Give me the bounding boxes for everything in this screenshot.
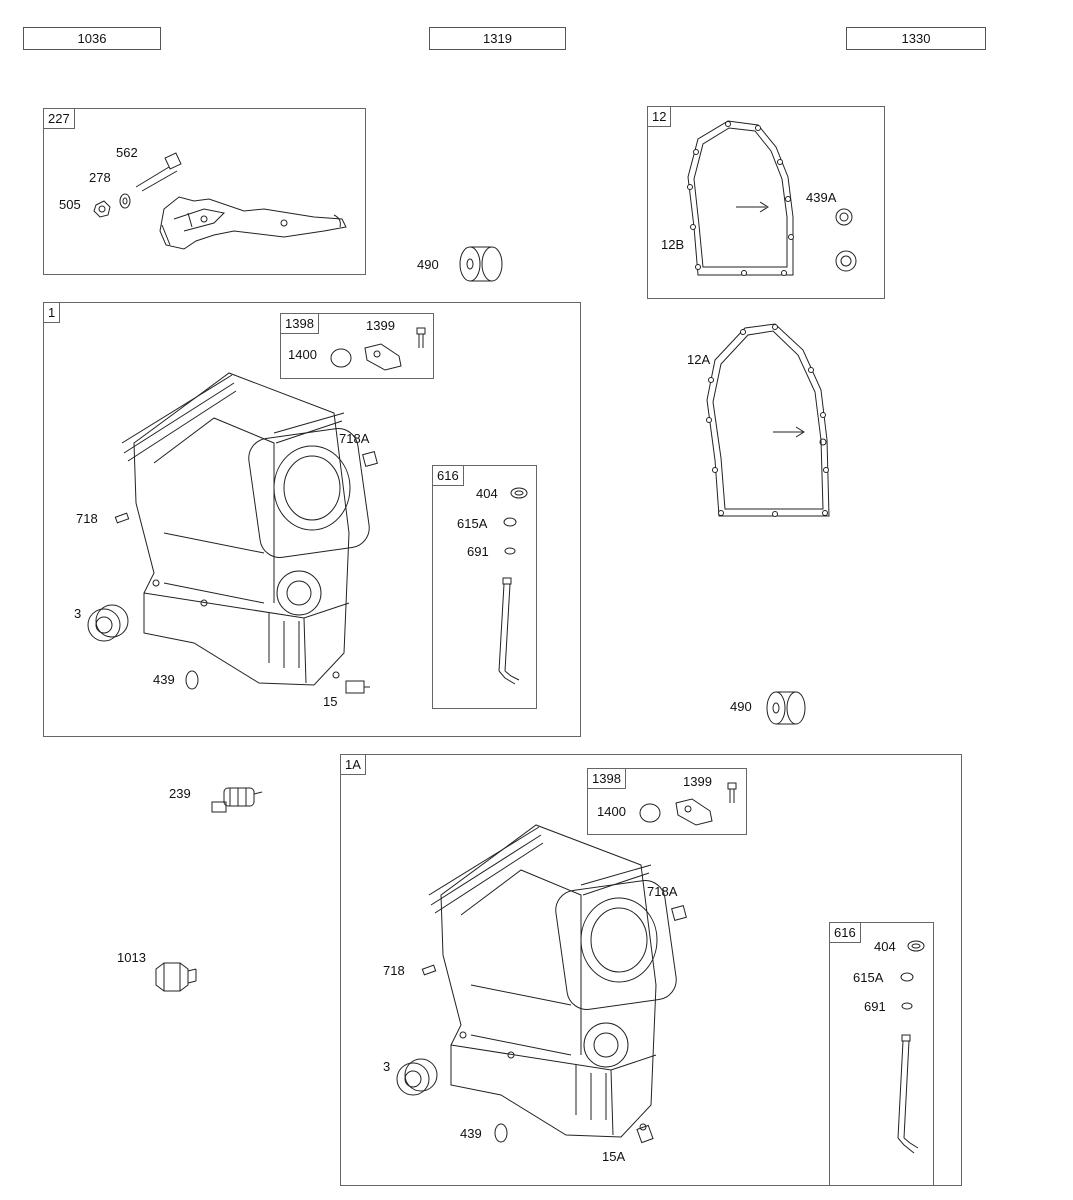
group-1a-dipstick-tube-drawing <box>830 923 933 1185</box>
group-1a-subgroup-616-box: 616 404 615A 691 <box>829 922 934 1186</box>
callout-439a-gasket: 439A <box>806 190 837 205</box>
group-1-tag: 1 <box>44 303 61 323</box>
group-1-dipstick-tube-drawing <box>433 466 536 708</box>
group-1a-crankcase-drawing <box>341 755 961 1185</box>
callout-490-bottom: 490 <box>730 699 752 714</box>
group-12-tag: 12 <box>648 107 672 127</box>
group-1-callout-1399: 1399 <box>366 318 395 333</box>
gasket-12b-drawing <box>648 107 884 298</box>
group-1a-subgroup-1398-tag: 1398 <box>588 769 626 789</box>
bushing-490-bottom-drawing <box>762 686 810 730</box>
bushing-490-top-drawing <box>455 242 507 286</box>
group-1-callout-718a: 718A <box>339 431 370 446</box>
callout-12b: 12B <box>661 237 685 252</box>
fitting-1013-drawing <box>150 955 200 995</box>
group-1-callout-691: 691 <box>467 544 489 559</box>
header-ref-right: 1330 <box>846 27 986 50</box>
callout-239: 239 <box>169 786 191 801</box>
group-1-subgroup-1398-tag: 1398 <box>281 314 319 334</box>
group-1a-callout-404: 404 <box>874 939 896 954</box>
callout-12a: 12A <box>687 352 711 367</box>
group-227-box: 227 562 278 505 <box>43 108 366 275</box>
group-1a-callout-718a: 718A <box>647 884 678 899</box>
group-1a-callout-1400: 1400 <box>597 804 626 819</box>
group-1a-callout-439: 439 <box>460 1126 482 1141</box>
group-1a-tag: 1A <box>341 755 366 775</box>
group-1-subgroup-1398-box: 1398 1399 1400 <box>280 313 434 379</box>
group-1-callout-439: 439 <box>153 672 175 687</box>
group-1-crankcase-drawing <box>44 303 580 736</box>
group-1-box: 1 1398 1399 1400 718A 718 3 439 15 <box>43 302 581 737</box>
gasket-12a-drawing <box>695 320 835 525</box>
group-1a-callout-691: 691 <box>864 999 886 1014</box>
group-1a-subgroup-1398-box: 1398 1399 1400 <box>587 768 747 835</box>
group-1a-callout-718: 718 <box>383 963 405 978</box>
group-12-box: 12 439A 12B <box>647 106 885 299</box>
sensor-239-drawing <box>208 782 268 820</box>
group-1a-callout-15a: 15A <box>602 1149 626 1164</box>
callout-1013: 1013 <box>117 950 146 965</box>
header-ref-left: 1036 <box>23 27 161 50</box>
group-1-subgroup-616-tag: 616 <box>433 466 464 486</box>
group-1a-breather-cover-drawing <box>588 769 746 834</box>
header-ref-middle: 1319 <box>429 27 566 50</box>
group-1-callout-3: 3 <box>74 606 82 621</box>
callout-490-top: 490 <box>417 257 439 272</box>
group-1-breather-cover-drawing <box>281 314 433 378</box>
group-1a-callout-615a: 615A <box>853 970 884 985</box>
callout-278: 278 <box>89 170 111 185</box>
group-1-callout-718: 718 <box>76 511 98 526</box>
group-1-callout-404: 404 <box>476 486 498 501</box>
group-1a-callout-3: 3 <box>383 1059 391 1074</box>
group-1a-callout-1399: 1399 <box>683 774 712 789</box>
group-1-callout-15: 15 <box>323 694 338 709</box>
group-1-callout-1400: 1400 <box>288 347 317 362</box>
group-227-tag: 227 <box>44 109 75 129</box>
callout-505: 505 <box>59 197 81 212</box>
group-1-subgroup-616-box: 616 404 615A 691 <box>432 465 537 709</box>
group-1a-box: 1A 1398 1399 1400 718A 718 3 439 15A <box>340 754 962 1186</box>
group-1a-subgroup-616-tag: 616 <box>830 923 861 943</box>
callout-562: 562 <box>116 145 138 160</box>
bracket-assembly-drawing <box>84 149 354 259</box>
group-1-callout-615a: 615A <box>457 516 488 531</box>
